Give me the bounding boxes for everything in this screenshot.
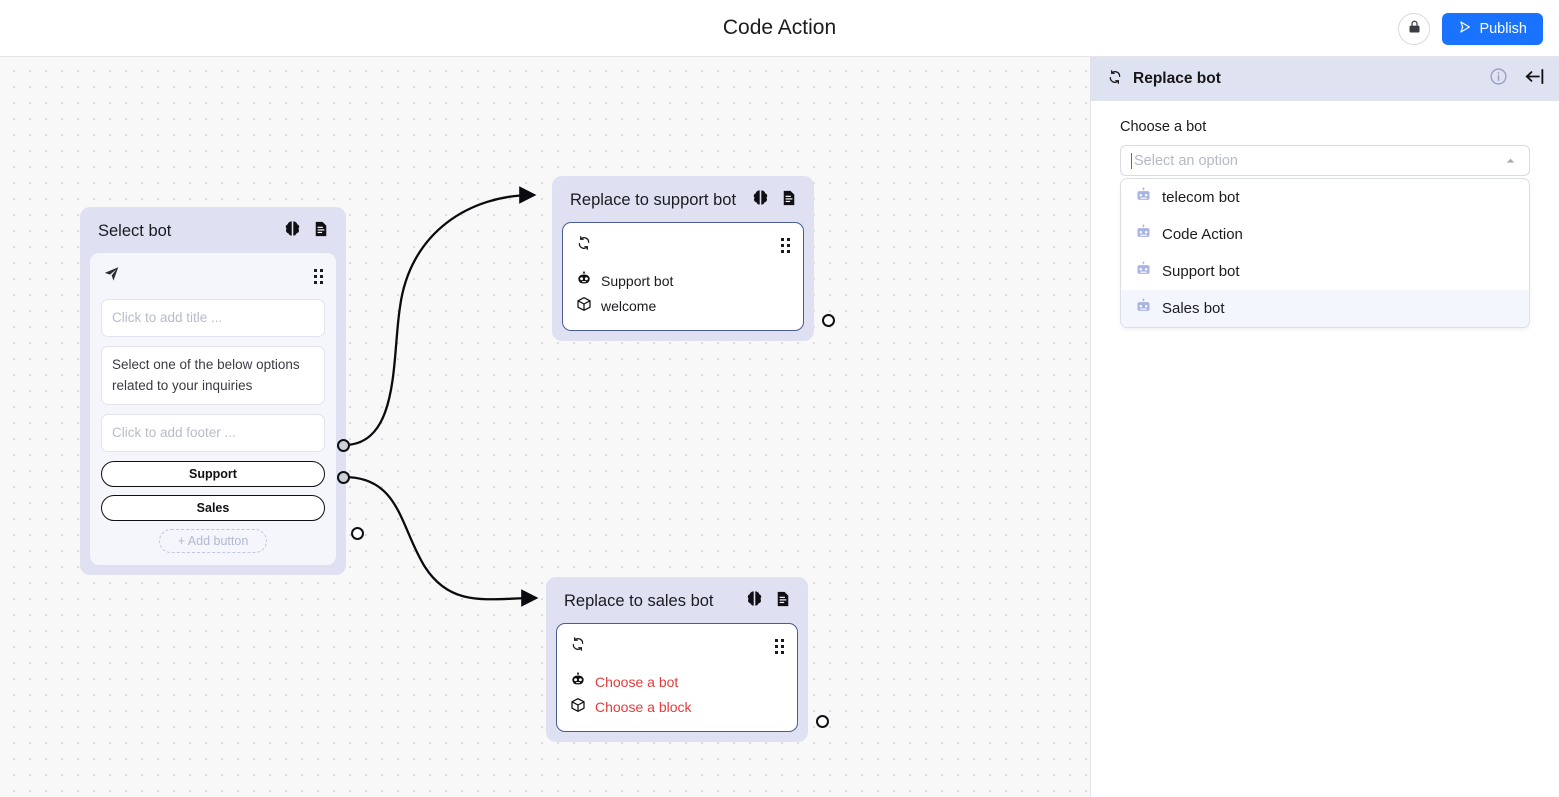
- handle-sales-node-output[interactable]: [816, 715, 829, 728]
- card-toolbar: [568, 634, 786, 669]
- info-icon[interactable]: [1489, 67, 1508, 91]
- page-title: Code Action: [722, 16, 837, 39]
- choose-bot-label: Choose a bot: [1120, 119, 1207, 135]
- drag-handle-icon[interactable]: [781, 238, 790, 253]
- handle-node-output[interactable]: [351, 527, 364, 540]
- node-header-icons: [283, 219, 330, 243]
- card-toolbar: [101, 263, 325, 299]
- title-input[interactable]: Click to add title ...: [101, 299, 325, 338]
- publish-label: Publish: [1479, 20, 1527, 37]
- bot-select-input[interactable]: Select an option: [1120, 145, 1530, 176]
- chevron-up-icon[interactable]: [1504, 146, 1517, 175]
- node-title: Select bot: [98, 221, 172, 240]
- lock-icon: [1407, 19, 1422, 39]
- row-block-label: Choose a block: [595, 698, 692, 715]
- document-icon[interactable]: [312, 220, 330, 243]
- bot-select-dropdown[interactable]: telecom bot Code Action: [1120, 178, 1530, 328]
- row-bot[interactable]: Support bot: [574, 268, 792, 293]
- brain-ai-icon[interactable]: [745, 589, 764, 613]
- handle-sales-output[interactable]: [337, 471, 350, 484]
- node-header: Select bot: [90, 215, 336, 253]
- node-header-icons: [751, 188, 798, 212]
- handle-support-node-output[interactable]: [822, 314, 835, 327]
- bot-icon: [1135, 261, 1152, 282]
- dropdown-option-label: Code Action: [1162, 226, 1243, 243]
- dropdown-option-support-bot[interactable]: Support bot: [1121, 253, 1529, 290]
- document-icon[interactable]: [780, 189, 798, 212]
- node-replace-to-support-bot[interactable]: Replace to support bot: [552, 176, 814, 341]
- node-title: Replace to support bot: [570, 190, 737, 209]
- drag-handle-icon[interactable]: [775, 639, 784, 654]
- replace-refresh-icon: [570, 636, 586, 657]
- publish-button[interactable]: Publish: [1442, 12, 1543, 45]
- bot-select-placeholder: Select an option: [1131, 152, 1238, 169]
- bot-icon: [1135, 187, 1152, 208]
- edge-sales: [343, 475, 539, 607]
- option-button-sales[interactable]: Sales: [101, 495, 325, 521]
- bot-icon: [1135, 224, 1152, 245]
- option-button-support[interactable]: Support: [101, 461, 325, 487]
- row-bot-label: Support bot: [601, 272, 674, 289]
- node-select-bot[interactable]: Select bot: [80, 207, 346, 575]
- panel-body: Choose a bot Select an option: [1091, 101, 1559, 328]
- lock-button[interactable]: [1398, 12, 1431, 45]
- handle-support-output[interactable]: [337, 439, 350, 452]
- card-toolbar: [574, 233, 792, 268]
- dropdown-option-telecom-bot[interactable]: telecom bot: [1121, 179, 1529, 216]
- panel-header-icons: [1489, 66, 1545, 92]
- robot-icon: [576, 271, 592, 290]
- row-block-label: welcome: [601, 297, 657, 314]
- dropdown-option-code-action[interactable]: Code Action: [1121, 216, 1529, 253]
- dropdown-option-label: Support bot: [1162, 263, 1240, 280]
- row-block[interactable]: welcome: [574, 293, 792, 318]
- flow-edges: [343, 186, 539, 607]
- brain-ai-icon[interactable]: [751, 188, 770, 212]
- select-bot-card: Click to add title ... Select one of the…: [90, 253, 336, 565]
- dropdown-option-label: Sales bot: [1162, 300, 1225, 317]
- node-header-icons: [745, 589, 792, 613]
- node-replace-to-sales-bot[interactable]: Replace to sales bot: [546, 577, 808, 742]
- send-icon: [103, 265, 120, 287]
- panel-title: Replace bot: [1133, 70, 1221, 87]
- properties-panel: Replace bot: [1090, 57, 1559, 797]
- top-bar-actions: Publish: [1398, 0, 1543, 57]
- row-bot[interactable]: Choose a bot: [568, 669, 786, 694]
- add-button[interactable]: + Add button: [158, 529, 268, 553]
- package-icon: [576, 296, 592, 315]
- dropdown-option-sales-bot[interactable]: Sales bot: [1121, 290, 1529, 327]
- row-bot-label: Choose a bot: [595, 673, 679, 690]
- replace-refresh-icon: [1107, 69, 1123, 90]
- dropdown-option-label: telecom bot: [1162, 189, 1240, 206]
- drag-handle-icon[interactable]: [314, 268, 323, 284]
- brain-ai-icon[interactable]: [283, 219, 302, 243]
- replace-refresh-icon: [576, 235, 592, 256]
- robot-icon: [570, 672, 586, 691]
- send-play-icon: [1458, 20, 1472, 38]
- node-header: Replace to support bot: [562, 184, 804, 222]
- replace-support-card: Support bot welcome: [562, 222, 804, 331]
- collapse-panel-icon[interactable]: [1524, 66, 1545, 92]
- edge-support: [343, 186, 537, 447]
- footer-input[interactable]: Click to add footer ...: [101, 413, 325, 452]
- panel-header: Replace bot: [1091, 57, 1559, 101]
- row-block[interactable]: Choose a block: [568, 694, 786, 719]
- package-icon: [570, 697, 586, 716]
- replace-sales-card: Choose a bot Choose a block: [556, 623, 798, 732]
- node-title: Replace to sales bot: [564, 591, 714, 610]
- document-icon[interactable]: [774, 590, 792, 613]
- flow-canvas[interactable]: Select bot: [0, 57, 1090, 797]
- node-header: Replace to sales bot: [556, 585, 798, 623]
- body-text-input[interactable]: Select one of the below options related …: [101, 346, 325, 405]
- top-bar: Code Action Publish: [0, 0, 1559, 57]
- bot-icon: [1135, 298, 1152, 319]
